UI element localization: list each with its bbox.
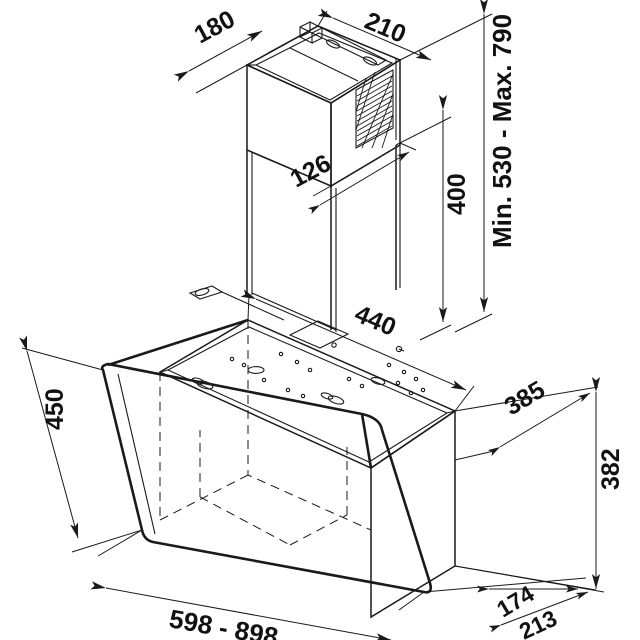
dimension-450-label: 450: [41, 388, 69, 430]
chimney-top-rear-edge: [289, 47, 359, 82]
dimension-385: 385: [454, 376, 599, 461]
dimension-400: 400: [395, 95, 471, 341]
dimension-400-label: 400: [443, 173, 471, 215]
dimension-180: 180: [173, 5, 319, 94]
dimension-180-label: 180: [190, 5, 240, 49]
glass-front-panel: [100, 362, 433, 594]
glass-panel-outline: [100, 362, 433, 594]
hood-hidden-inner: [199, 496, 291, 546]
hood-front-edge-right: [360, 413, 373, 469]
dimension-598-898: 598 - 898: [90, 529, 425, 640]
glass-panel-edge-left: [117, 373, 156, 535]
dimension-382-label: 382: [597, 448, 625, 490]
dimension-450: 450: [19, 335, 143, 553]
dimension-chimney-total-height: Min. 530 - Max. 790: [439, 0, 517, 333]
dimension-382: 382: [454, 377, 625, 593]
duct-outlet-cutout: [288, 320, 350, 349]
dimension-126-label: 126: [286, 149, 336, 193]
dimension-385-label: 385: [500, 376, 550, 422]
wall-mount-bracket-right: [395, 345, 405, 353]
dimension-440-label: 440: [351, 300, 400, 342]
dimension-chimney-total-height-label: Min. 530 - Max. 790: [487, 14, 517, 248]
hood-hidden-bottom-left: [159, 474, 249, 521]
wall-mount-bracket-left: [188, 285, 285, 321]
chimney-top-opening: [254, 32, 394, 101]
hood-front-edge-left: [107, 318, 249, 367]
hood-body: [159, 320, 456, 619]
hood-hidden-inner-3: [289, 514, 348, 546]
hood-right-side: [370, 409, 456, 619]
dimension-210-label: 210: [361, 7, 410, 49]
hood-hidden-edge-rear: [247, 320, 372, 531]
chimney-vent-grille: [355, 69, 394, 149]
dimension-598-898-label: 598 - 898: [167, 603, 280, 640]
